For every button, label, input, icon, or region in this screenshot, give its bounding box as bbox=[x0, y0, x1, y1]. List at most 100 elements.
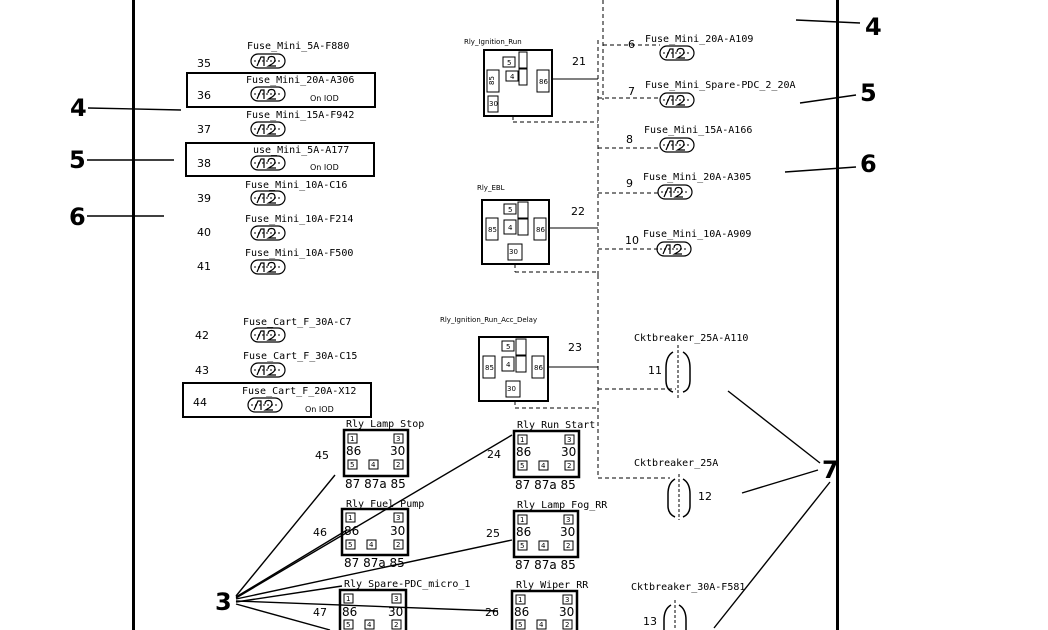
fuse-36-icon bbox=[250, 86, 286, 102]
fuse-44-on-iod: On IOD bbox=[305, 405, 334, 414]
callout-4-right: 4 bbox=[865, 13, 882, 41]
svg-text:86: 86 bbox=[346, 444, 361, 458]
fuse-10-label: Fuse_Mini_10A-A909 bbox=[643, 229, 751, 240]
svg-text:2: 2 bbox=[396, 541, 400, 549]
micro-relay-45: Rly_Lamp_Stop 45 1 3 86 30 5 4 2 87 87a … bbox=[315, 419, 424, 491]
fuse-42-icon bbox=[250, 327, 286, 343]
fuse-36-slot: 36 bbox=[197, 89, 211, 102]
svg-text:3: 3 bbox=[396, 435, 400, 443]
fuse-38-icon bbox=[250, 155, 286, 171]
relay-25-slot: 25 bbox=[486, 527, 500, 540]
callout-5-right: 5 bbox=[860, 79, 877, 107]
svg-text:3: 3 bbox=[394, 595, 398, 603]
fuse-35-label: Fuse_Mini_5A-F880 bbox=[247, 41, 349, 52]
highlight-box-38 bbox=[185, 142, 375, 177]
svg-text:4: 4 bbox=[367, 621, 372, 629]
svg-text:1: 1 bbox=[520, 516, 524, 524]
svg-text:30: 30 bbox=[560, 525, 575, 539]
fuse-35-slot: 35 bbox=[197, 57, 211, 70]
micro-relay-24: Rly_Run_Start 24 1 3 86 30 5 4 2 87 87a … bbox=[487, 420, 595, 492]
relay-21-label: Rly_Ignition_Run bbox=[464, 38, 522, 46]
callout-5-right-leader bbox=[799, 94, 857, 104]
relay-26-slot: 26 bbox=[485, 606, 499, 619]
fuse-42-slot: 42 bbox=[195, 329, 209, 342]
fuse-35-icon bbox=[250, 53, 286, 69]
callout-3-leaders bbox=[235, 434, 513, 630]
fuse-7-icon bbox=[659, 92, 695, 108]
breaker-12-label: Cktbreaker_25A bbox=[634, 458, 718, 469]
svg-text:4: 4 bbox=[539, 621, 544, 629]
svg-text:4: 4 bbox=[508, 224, 513, 232]
fuse-43-slot: 43 bbox=[195, 364, 209, 377]
svg-text:5: 5 bbox=[507, 59, 511, 67]
fuse-8-label: Fuse_Mini_15A-A166 bbox=[644, 125, 752, 136]
svg-text:87 87a 85: 87 87a 85 bbox=[345, 477, 406, 491]
svg-text:5: 5 bbox=[520, 462, 524, 470]
svg-text:1: 1 bbox=[518, 596, 522, 604]
fuse-37-slot: 37 bbox=[197, 123, 211, 136]
highlight-box-36 bbox=[186, 72, 376, 108]
callout-4-left-leader bbox=[87, 107, 182, 111]
svg-text:3: 3 bbox=[567, 436, 571, 444]
callout-6-right: 6 bbox=[860, 150, 877, 178]
callout-6-right-leader bbox=[784, 166, 857, 173]
callout-6-left: 6 bbox=[69, 203, 86, 231]
svg-text:87 87a 85: 87 87a 85 bbox=[344, 556, 405, 570]
large-relay-23: Rly_Ignition_Run_Acc_Delay 23 85 5 4 86 … bbox=[440, 316, 582, 402]
svg-text:86: 86 bbox=[342, 605, 357, 619]
svg-text:4: 4 bbox=[541, 462, 546, 470]
svg-text:2: 2 bbox=[566, 542, 570, 550]
fuse-10-icon bbox=[656, 241, 692, 257]
svg-text:86: 86 bbox=[516, 445, 531, 459]
relay-wiring bbox=[512, 0, 676, 479]
svg-text:86: 86 bbox=[534, 364, 543, 372]
fuse-44-icon bbox=[247, 397, 283, 413]
fuse-37-label: Fuse_Mini_15A-F942 bbox=[246, 110, 354, 121]
svg-text:30: 30 bbox=[507, 385, 516, 393]
svg-text:1: 1 bbox=[520, 436, 524, 444]
fuse-40-label: Fuse_Mini_10A-F214 bbox=[245, 214, 353, 225]
breaker-12-slot: 12 bbox=[698, 490, 712, 503]
svg-text:85: 85 bbox=[488, 226, 497, 234]
svg-text:3: 3 bbox=[566, 516, 570, 524]
micro-relay-46: Rly_Fuel_Pump 46 1 3 86 30 5 4 2 87 87a … bbox=[313, 499, 424, 570]
svg-text:2: 2 bbox=[396, 461, 400, 469]
breaker-13-label: Cktbreaker_30A-F581 bbox=[631, 582, 745, 593]
fuse-7-label: Fuse_Mini_Spare-PDC_2_20A bbox=[645, 80, 796, 91]
svg-text:86: 86 bbox=[539, 78, 548, 86]
breaker-11-label: Cktbreaker_25A-A110 bbox=[634, 333, 748, 344]
fuse-9-icon bbox=[657, 184, 693, 200]
svg-text:1: 1 bbox=[348, 514, 352, 522]
fuse-41-slot: 41 bbox=[197, 260, 211, 273]
svg-text:5: 5 bbox=[350, 461, 354, 469]
fuse-40-slot: 40 bbox=[197, 226, 211, 239]
callout-4-right-leader bbox=[795, 19, 861, 24]
relay-24-slot: 24 bbox=[487, 448, 501, 461]
breaker-12: Cktbreaker_25A 12 bbox=[634, 458, 718, 520]
micro-relay-26: Rly_Wiper_RR 26 1 3 86 30 5 4 2 bbox=[485, 580, 589, 630]
large-relay-21: Rly_Ignition_Run 21 85 5 4 86 30 bbox=[464, 38, 586, 117]
svg-text:30: 30 bbox=[559, 605, 574, 619]
svg-text:30: 30 bbox=[561, 445, 576, 459]
svg-text:2: 2 bbox=[565, 621, 569, 629]
svg-text:5: 5 bbox=[520, 542, 524, 550]
relay-26-label: Rly_Wiper_RR bbox=[516, 580, 589, 591]
fuse-36-on-iod: On IOD bbox=[310, 94, 339, 103]
fuse-43-label: Fuse_Cart_F_30A-C15 bbox=[243, 351, 357, 362]
breaker-13-slot: 13 bbox=[643, 615, 657, 628]
micro-relay-47: Rly_Spare-PDC_micro_1 47 1 3 86 30 5 4 2 bbox=[313, 579, 470, 630]
svg-text:5: 5 bbox=[508, 206, 512, 214]
fuse-41-label: Fuse_Mini_10A-F500 bbox=[245, 248, 353, 259]
fuse-38-slot: 38 bbox=[197, 157, 211, 170]
fuse-6-slot: 6 bbox=[628, 38, 635, 51]
svg-text:87 87a 85: 87 87a 85 bbox=[515, 478, 576, 492]
callout-7: 7 bbox=[822, 456, 839, 484]
svg-text:2: 2 bbox=[567, 462, 571, 470]
relay-46-slot: 46 bbox=[313, 526, 327, 539]
fuse-39-label: Fuse_Mini_10A-C16 bbox=[245, 180, 347, 191]
fuse-44-slot: 44 bbox=[193, 396, 207, 409]
relay-23-label: Rly_Ignition_Run_Acc_Delay bbox=[440, 316, 537, 324]
fuse-6-icon bbox=[659, 45, 695, 61]
fuse-6-label: Fuse_Mini_20A-A109 bbox=[645, 34, 753, 45]
fuse-7-slot: 7 bbox=[628, 85, 635, 98]
